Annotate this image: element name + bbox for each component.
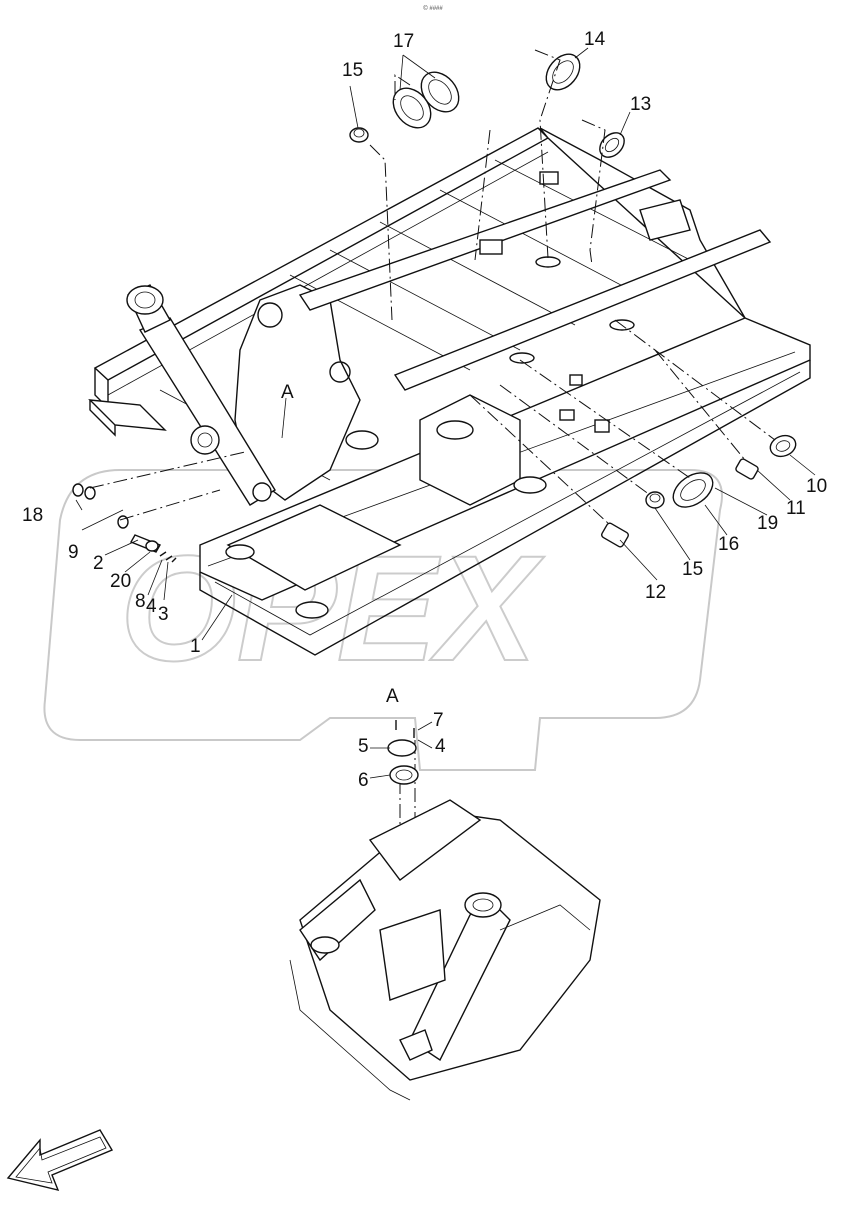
header-code: © #### xyxy=(423,5,443,12)
callout-15-upper: 15 xyxy=(342,60,363,81)
callout-6: 6 xyxy=(358,770,369,791)
callout-14: 14 xyxy=(584,29,606,50)
callout-10: 10 xyxy=(806,476,827,497)
callout-2: 2 xyxy=(93,553,104,574)
callout-15-lower: 15 xyxy=(682,559,703,580)
grommet-part-10 xyxy=(769,434,797,458)
grommet-part-16 xyxy=(672,472,714,508)
callout-13: 13 xyxy=(630,94,651,115)
callout-9: 9 xyxy=(68,542,79,563)
callout-19: 19 xyxy=(757,513,778,534)
grommet-part-13 xyxy=(599,132,625,158)
callout-4-upper: 4 xyxy=(146,596,157,617)
view-label-a: A xyxy=(281,382,294,403)
leader-lines xyxy=(75,47,816,779)
cap-part-11 xyxy=(735,458,759,480)
detail-label-a: A xyxy=(386,686,399,707)
plug-part-15-upper xyxy=(349,127,369,143)
pin-assembly xyxy=(72,483,177,563)
callout-20: 20 xyxy=(110,571,131,592)
callout-8: 8 xyxy=(135,591,146,612)
grommet-part-17 xyxy=(392,71,460,129)
plug-part-15-lower xyxy=(645,491,665,509)
callout-18: 18 xyxy=(22,505,43,526)
main-frame-assembly xyxy=(88,127,811,656)
callout-3: 3 xyxy=(158,604,169,625)
callout-labels: 15 17 14 13 10 11 19 16 15 12 18 9 2 20 … xyxy=(22,29,827,791)
callout-5: 5 xyxy=(358,736,369,757)
cap-part-12 xyxy=(601,522,629,548)
callout-12: 12 xyxy=(645,582,666,603)
detail-view-a xyxy=(289,720,601,1101)
callout-11: 11 xyxy=(786,498,806,519)
callout-7: 7 xyxy=(433,710,444,731)
grommet-part-14 xyxy=(545,53,581,91)
callout-16: 16 xyxy=(718,534,739,555)
callout-17: 17 xyxy=(393,31,414,52)
callout-4-lower: 4 xyxy=(435,736,446,757)
arrow-front-direction-icon xyxy=(6,1129,114,1191)
callout-1: 1 xyxy=(190,636,201,657)
